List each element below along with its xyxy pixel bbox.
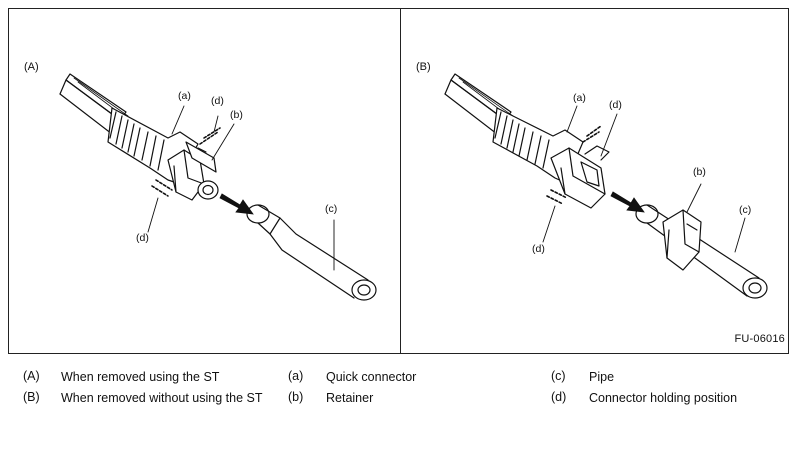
panel-b-drawing [444,73,768,299]
legend-text: Connector holding position [589,391,738,405]
legend: (A) When removed using the ST (B) When r… [0,369,803,449]
legend-key: (A) [23,369,40,383]
panel-a-drawing [59,73,377,301]
legend-key: (B) [23,390,40,404]
callout-a: (a) [178,90,191,102]
figure-frame [8,8,789,354]
legend-text: When removed without using the ST [61,391,263,405]
legend-text: When removed using the ST [61,370,220,384]
legend-key: (a) [288,369,304,383]
legend-text: Pipe [589,370,615,384]
figure-id: FU-06016 [734,333,785,345]
legend-item-b: (b) Retainer [288,390,373,406]
pipe [635,204,768,299]
legend-key: (d) [551,390,567,404]
legend-key: (b) [288,390,304,404]
callout-c: (c) [739,204,752,216]
panel-b: (B) (a) (d) (b) (c) (d) [401,8,793,354]
removal-arrow [219,193,254,215]
callout-d-bottom: (d) [136,232,149,244]
legend-item-a: (a) Quick connector [288,369,416,385]
quick-connector [492,107,610,209]
retainer [185,141,217,173]
legend-text: Retainer [326,391,374,405]
retainer [662,209,702,271]
panel-a: (A) (a) (d) (b) (c) (d) [8,8,400,354]
panel-label-b: (B) [416,61,431,73]
holding-position-bottom [155,179,173,191]
removal-arrow [610,191,645,213]
legend-item-c: (c) Pipe [551,369,614,385]
legend-item-a-upper: (A) When removed using the ST [23,369,271,385]
holding-position-top [586,125,602,137]
panel-divider [400,8,401,354]
holding-position-bottom [550,189,568,199]
callout-d-bottom: (d) [532,243,545,255]
callout-a: (a) [573,92,586,104]
quick-connector [107,107,219,201]
legend-item-b-upper: (B) When removed without using the ST [23,390,271,406]
legend-key: (c) [551,369,566,383]
callout-b: (b) [693,166,706,178]
legend-item-d: (d) Connector holding position [551,390,737,406]
holding-position-top [203,127,221,139]
pipe [246,204,377,301]
callout-d-top: (d) [211,95,224,107]
callout-c: (c) [325,203,338,215]
callout-d-top: (d) [609,99,622,111]
legend-text: Quick connector [326,370,417,384]
callout-b: (b) [230,109,243,121]
panel-label-a: (A) [24,61,39,73]
